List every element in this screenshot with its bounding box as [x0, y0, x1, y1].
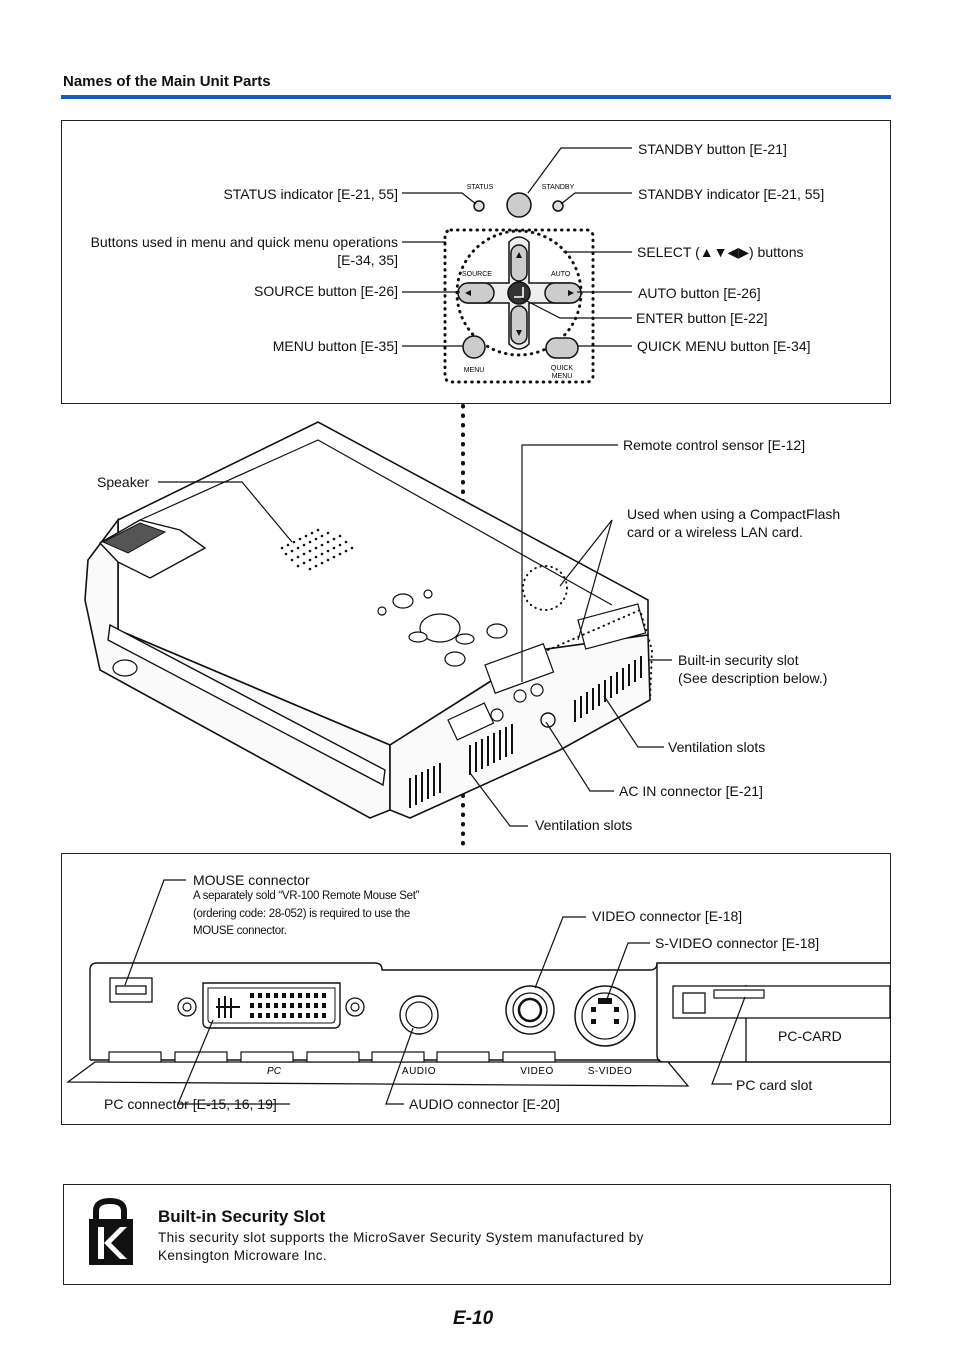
label-menu-buttons-2: [E-34, 35] — [337, 252, 398, 268]
label-compactflash-2: card or a wireless LAN card. — [627, 524, 803, 540]
control-panel-box — [61, 120, 891, 404]
label-audio-connector: AUDIO connector [E-20] — [409, 1096, 560, 1112]
speaker-grill — [280, 528, 354, 571]
label-source-button: SOURCE button [E-26] — [254, 283, 398, 299]
mouse-note-1: A separately sold “VR-100 Remote Mouse S… — [193, 890, 420, 902]
printed-auto: AUTO — [551, 271, 571, 278]
label-menu-buttons-1: Buttons used in menu and quick menu oper… — [90, 234, 398, 250]
label-quick-menu-button: QUICK MENU button [E-34] — [637, 338, 811, 354]
printed-quick: QUICK — [551, 365, 574, 372]
projector-side — [389, 634, 651, 819]
heading-rule — [61, 95, 891, 99]
kensington-logo-icon — [89, 1197, 133, 1265]
label-security-slot-2: (See description below.) — [678, 670, 828, 686]
printed-svideo: S-VIDEO — [588, 1066, 633, 1077]
rear-panel-diagram: PC AUDIO VIDEO S-VIDEO — [66, 879, 891, 1105]
printed-pc: PC — [267, 1066, 282, 1077]
label-video-connector: VIDEO connector [E-18] — [592, 908, 743, 924]
label-mouse-connector: MOUSE connector — [193, 872, 310, 888]
label-svideo-connector: S-VIDEO connector [E-18] — [655, 935, 820, 951]
label-auto-button: AUTO button [E-26] — [638, 285, 761, 301]
label-pc-card-slot: PC card slot — [736, 1077, 813, 1093]
security-title: Built-in Security Slot — [158, 1207, 326, 1226]
printed-menu: MENU — [464, 367, 485, 374]
label-security-slot-1: Built-in security slot — [678, 652, 799, 668]
label-menu-button: MENU button [E-35] — [272, 338, 398, 354]
projector-illustration — [84, 404, 672, 852]
page-number: E-10 — [453, 1308, 494, 1329]
printed-menu2: MENU — [552, 373, 573, 380]
label-select-buttons: SELECT (▲▼◀▶) buttons — [637, 244, 804, 260]
label-ventilation-bottom: Ventilation slots — [535, 817, 633, 833]
section-heading: Names of the Main Unit Parts — [63, 73, 271, 90]
printed-standby: STANDBY — [542, 184, 575, 191]
label-standby-indicator: STANDBY indicator [E-21, 55] — [638, 186, 825, 202]
security-line-2: Kensington Microware Inc. — [158, 1248, 328, 1263]
label-standby-button: STANDBY button [E-21] — [638, 141, 787, 157]
printed-pc-card: PC-CARD — [778, 1028, 842, 1044]
printed-audio: AUDIO — [402, 1066, 436, 1077]
label-pc-connector: PC connector [E-15, 16, 19] — [104, 1096, 277, 1112]
label-remote-sensor: Remote control sensor [E-12] — [623, 437, 806, 453]
mouse-note-3: MOUSE connector. — [193, 925, 287, 937]
label-status-indicator: STATUS indicator [E-21, 55] — [223, 186, 398, 202]
printed-video: VIDEO — [520, 1066, 554, 1077]
label-ac-in: AC IN connector [E-21] — [619, 783, 763, 799]
label-ventilation-right: Ventilation slots — [668, 739, 766, 755]
control-panel-diagram: STATUS STANDBY SOURCE AUTO MENU QUICK ME… — [402, 147, 632, 384]
security-line-1: This security slot supports the MicroSav… — [158, 1230, 644, 1245]
projector-top-buttons — [377, 589, 508, 667]
mouse-note-2: (ordering code: 28-052) is required to u… — [193, 908, 410, 920]
label-compactflash-1: Used when using a CompactFlash — [627, 506, 841, 522]
label-enter-button: ENTER button [E-22] — [636, 310, 768, 326]
printed-status: STATUS — [467, 184, 494, 191]
security-box — [63, 1184, 891, 1285]
printed-source: SOURCE — [462, 271, 492, 278]
label-speaker: Speaker — [97, 474, 150, 490]
